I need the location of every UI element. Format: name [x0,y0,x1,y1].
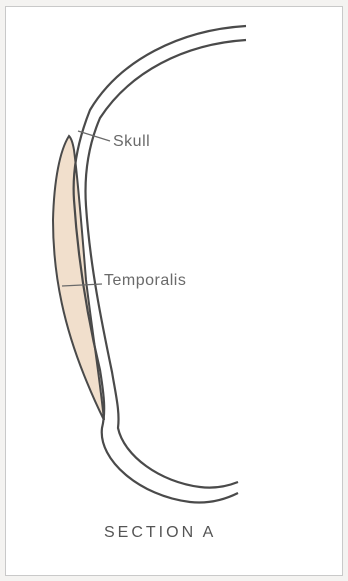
skull-label: Skull [113,133,150,151]
temporalis-muscle [53,136,104,420]
skull-outer-contour [74,26,246,503]
section-caption: SECTION A [104,524,216,542]
temporalis-label: Temporalis [104,272,186,290]
skull-inner-contour [86,40,246,488]
